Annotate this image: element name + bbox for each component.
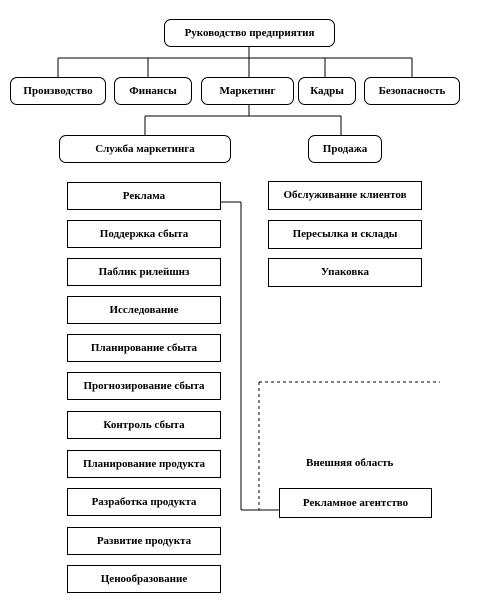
box-marketing-unit-8: Планирование продукта [67, 450, 221, 478]
box-marketing-unit-3: Паблик рилейшнз [67, 258, 221, 286]
box-dept-personnel: Кадры [298, 77, 356, 105]
box-sales: Продажа [308, 135, 382, 163]
box-marketing-service: Служба маркетинга [59, 135, 231, 163]
box-dept-production: Производство [10, 77, 106, 105]
box-ad-agency: Рекламное агентство [279, 488, 432, 518]
box-marketing-unit-10: Развитие продукта [67, 527, 221, 555]
box-marketing-unit-11: Ценообразование [67, 565, 221, 593]
box-marketing-unit-1: Реклама [67, 182, 221, 210]
box-marketing-unit-9: Разработка продукта [67, 488, 221, 516]
box-top-management: Руководство предприятия [164, 19, 335, 47]
box-dept-marketing: Маркетинг [201, 77, 294, 105]
box-sales-unit-1: Обслуживание клиентов [268, 181, 422, 210]
box-marketing-unit-5: Планирование сбыта [67, 334, 221, 362]
box-sales-unit-3: Упаковка [268, 258, 422, 287]
box-marketing-unit-2: Поддержка сбыта [67, 220, 221, 248]
box-dept-security: Безопасность [364, 77, 460, 105]
label-external-area: Внешняя область [306, 457, 394, 469]
box-sales-unit-2: Пересылка и склады [268, 220, 422, 249]
box-marketing-unit-4: Исследование [67, 296, 221, 324]
box-marketing-unit-7: Контроль сбыта [67, 411, 221, 439]
box-dept-finance: Финансы [114, 77, 192, 105]
box-marketing-unit-6: Прогнозирование сбыта [67, 372, 221, 400]
